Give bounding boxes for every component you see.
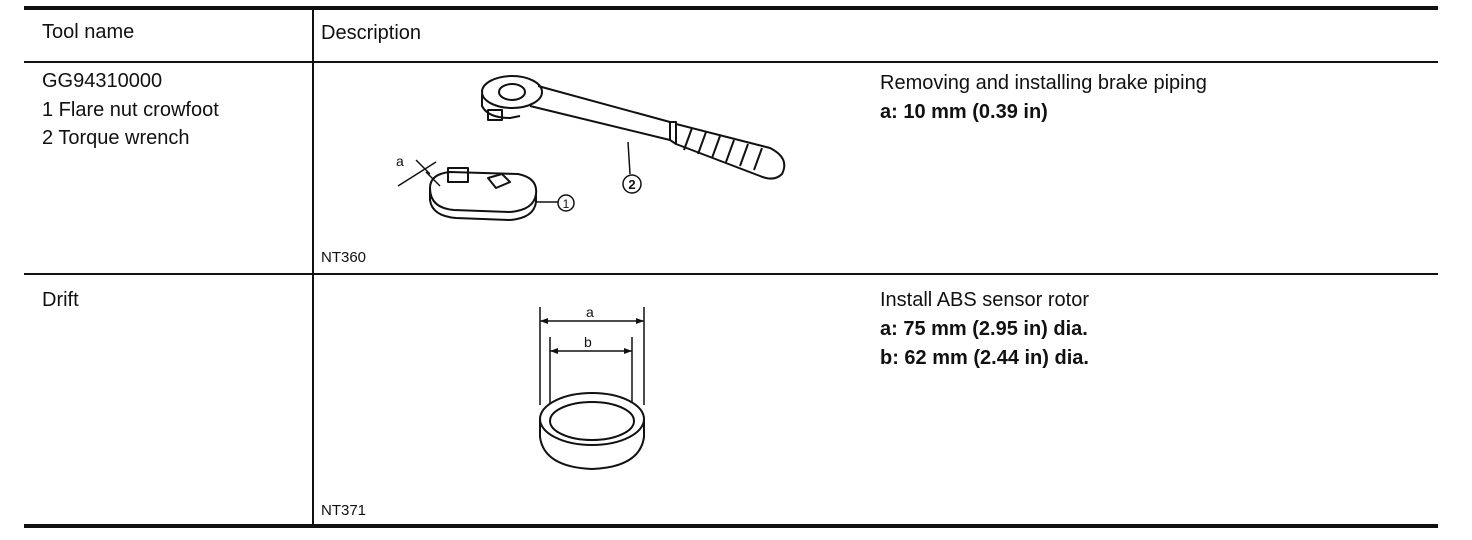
row-spec: a: 10 mm (0.39 in) <box>880 101 1048 123</box>
row-description: Install ABS sensor rotor <box>880 289 1089 311</box>
figure-code: NT360 <box>321 249 367 266</box>
column-divider <box>312 8 314 526</box>
table-top-rule <box>24 6 1438 10</box>
figure-code: NT371 <box>321 502 367 519</box>
row-spec: a: 75 mm (2.95 in) dia. <box>880 318 1088 340</box>
tool-name-line: 2 Torque wrench <box>42 127 190 149</box>
dimension-label-b: b <box>584 334 592 350</box>
dimension-label-a: a <box>396 153 404 169</box>
tool-part-number: GG94310000 <box>42 70 163 92</box>
header-rule <box>24 61 1438 63</box>
torque-wrench-illustration: a 1 2 <box>396 75 786 221</box>
callout-1: 1 <box>563 197 570 211</box>
tool-name-line: 1 Flare nut crowfoot <box>42 99 219 121</box>
row-divider <box>24 273 1438 275</box>
dimension-label-a: a <box>586 304 594 320</box>
header-description: Description <box>321 22 422 44</box>
callout-2: 2 <box>628 177 635 192</box>
drift-illustration: a b <box>539 304 645 471</box>
table-bottom-rule <box>24 524 1438 528</box>
header-tool-name: Tool name <box>42 21 135 43</box>
tool-name-line: Drift <box>42 289 79 311</box>
row-spec: b: 62 mm (2.44 in) dia. <box>880 347 1089 369</box>
row-description: Removing and installing brake piping <box>880 72 1207 94</box>
